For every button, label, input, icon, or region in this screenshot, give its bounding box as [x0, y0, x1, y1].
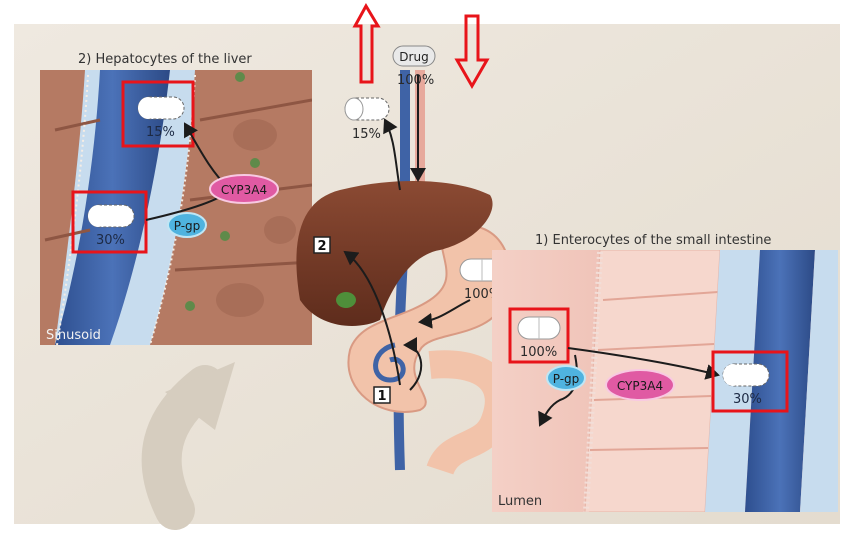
- pill-blood: [723, 364, 769, 386]
- pill-systemic: [345, 98, 389, 120]
- drug-label: Drug: [399, 50, 428, 64]
- liver-top-percent: 15%: [146, 125, 175, 140]
- sinusoid-label: Sinusoid: [46, 328, 101, 343]
- intestine-panel-title: 1) Enterocytes of the small intestine: [535, 233, 771, 248]
- liver-cyp3a4-label: CYP3A4: [221, 183, 267, 197]
- liver-panel: 2) Hepatocytes of the liver Sinusoid: [40, 52, 312, 345]
- canaliculus-marker: [220, 231, 230, 241]
- gallbladder: [336, 292, 356, 308]
- portal-exit-percent: 15%: [352, 127, 381, 142]
- intestine-cyp3a4-label: CYP3A4: [617, 379, 663, 393]
- step-marker-1-label: 1: [377, 389, 386, 404]
- liver-mid-percent: 30%: [96, 233, 125, 248]
- pill-metabolized: [138, 97, 184, 119]
- intestine-pgp-label: P-gp: [553, 372, 580, 386]
- pill-lumen: [518, 317, 560, 339]
- intestine-panel: 1) Enterocytes of the small intestine Lu…: [492, 233, 838, 512]
- step-marker-2-label: 2: [317, 239, 326, 254]
- drug-percent: 100%: [397, 73, 434, 88]
- liver-pgp-label: P-gp: [174, 219, 201, 233]
- canaliculus-marker: [235, 72, 245, 82]
- enterocyte-out-percent: 30%: [733, 392, 762, 407]
- canaliculus-marker: [185, 301, 195, 311]
- lumen-label: Lumen: [498, 494, 542, 509]
- enterocyte-in-percent: 100%: [520, 345, 557, 360]
- pill-liver-entry: [88, 205, 134, 227]
- liver-panel-title: 2) Hepatocytes of the liver: [78, 52, 252, 67]
- canaliculus-marker: [250, 158, 260, 168]
